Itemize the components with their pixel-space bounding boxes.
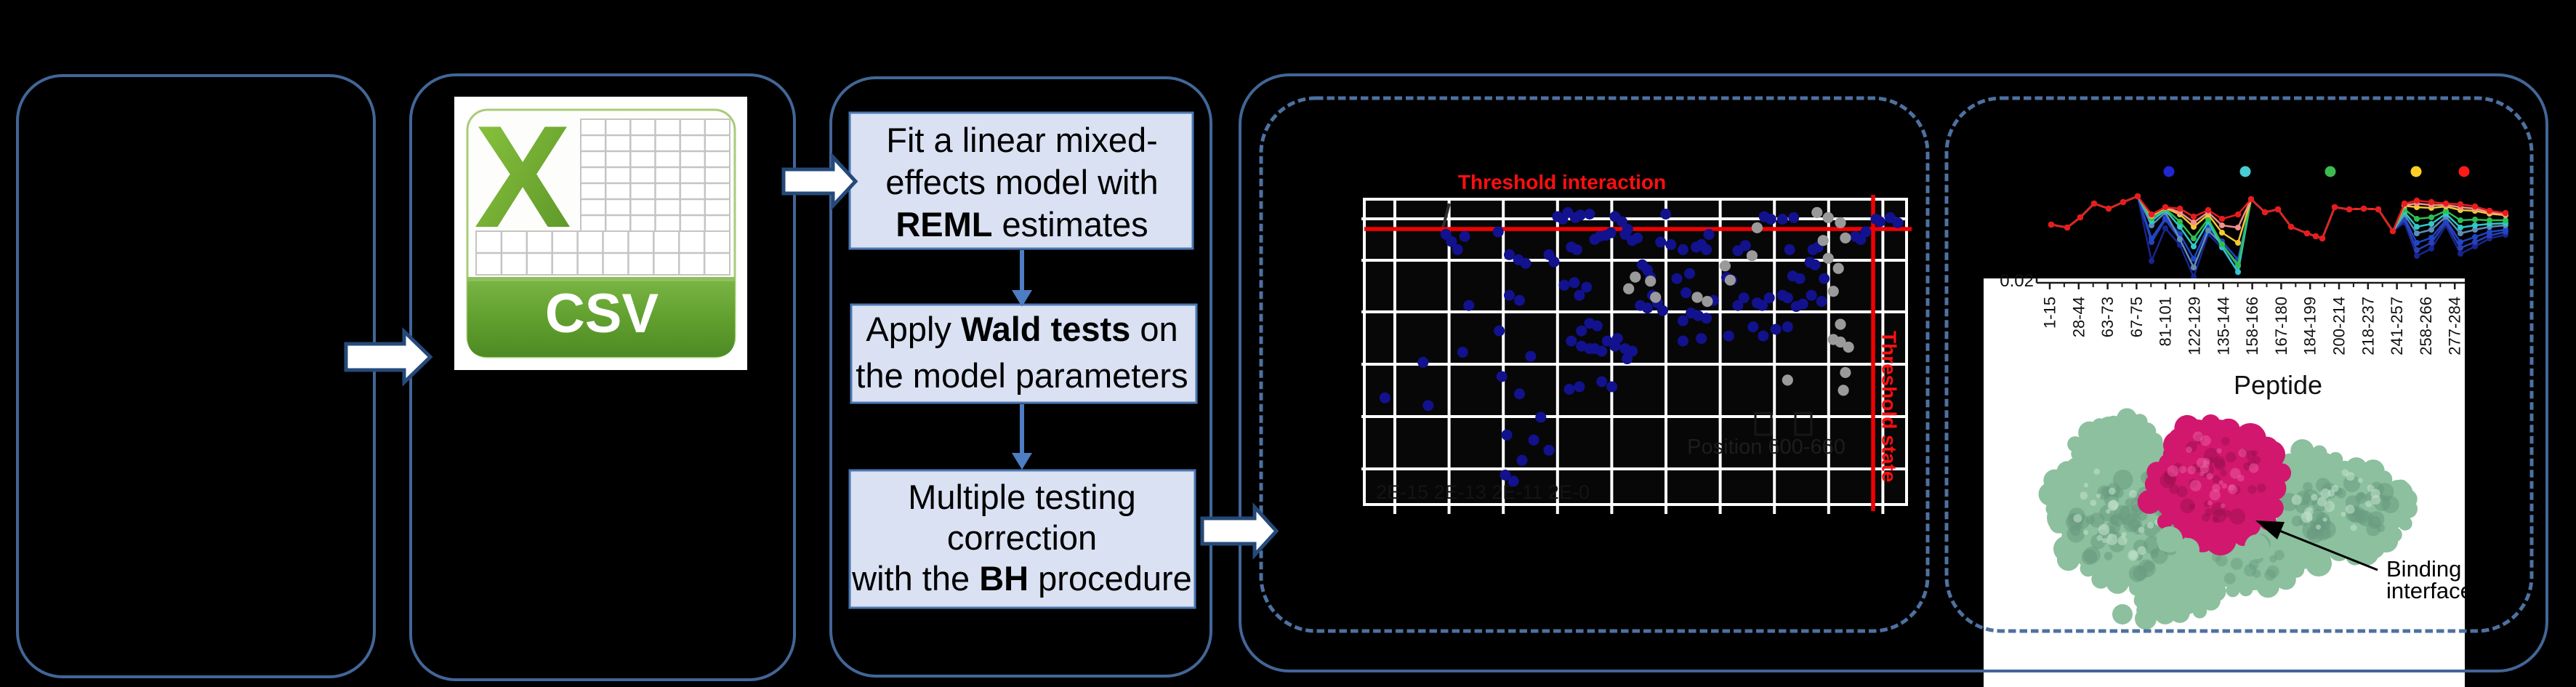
svg-text:218-237: 218-237 bbox=[2359, 297, 2377, 355]
svg-text:Threshold interaction: Threshold interaction bbox=[1458, 171, 1666, 193]
svg-text:277-284: 277-284 bbox=[2446, 297, 2464, 355]
svg-text:184-199: 184-199 bbox=[2301, 297, 2319, 355]
svg-text:Multiple testing: Multiple testing bbox=[908, 478, 1136, 516]
svg-text:interface: interface bbox=[2386, 578, 2473, 603]
svg-text:122-129: 122-129 bbox=[2186, 297, 2204, 355]
svg-text:81-101: 81-101 bbox=[2157, 297, 2175, 347]
svg-text:200-214: 200-214 bbox=[2330, 297, 2348, 355]
svg-text:Peptide: Peptide bbox=[2234, 370, 2322, 400]
svg-text:Apply Wald tests on: Apply Wald tests on bbox=[866, 310, 1178, 348]
svg-text:28-44: 28-44 bbox=[2069, 297, 2088, 337]
svg-text:CSV: CSV bbox=[545, 283, 659, 345]
svg-text:Position 600-660: Position 600-660 bbox=[1687, 435, 1846, 459]
svg-text:X: X bbox=[474, 96, 571, 258]
svg-text:135-144: 135-144 bbox=[2214, 297, 2232, 355]
svg-text:Threshold state: Threshold state bbox=[1878, 331, 1901, 482]
svg-text:2E-15 2E-13 2E-11 2E-0: 2E-15 2E-13 2E-11 2E-0 bbox=[1376, 481, 1590, 503]
svg-text:effects model with: effects model with bbox=[885, 163, 1158, 201]
svg-text:Fit a linear mixed-: Fit a linear mixed- bbox=[886, 121, 1158, 159]
svg-text:67-75: 67-75 bbox=[2128, 297, 2146, 337]
svg-text:167-180: 167-180 bbox=[2272, 297, 2290, 355]
svg-text:the model parameters: the model parameters bbox=[856, 356, 1188, 395]
svg-text:63-73: 63-73 bbox=[2098, 297, 2117, 337]
svg-text:REML estimates: REML estimates bbox=[895, 205, 1148, 244]
svg-text:0.02: 0.02 bbox=[2000, 271, 2034, 291]
svg-text:with the BH procedure: with the BH procedure bbox=[851, 559, 1192, 598]
svg-text:258-266: 258-266 bbox=[2417, 297, 2435, 355]
svg-text:158-166: 158-166 bbox=[2243, 297, 2261, 355]
svg-text:correction: correction bbox=[947, 518, 1097, 557]
svg-text:241-257: 241-257 bbox=[2388, 297, 2406, 355]
svg-text:Binding: Binding bbox=[2386, 556, 2461, 582]
svg-text:1-15: 1-15 bbox=[2041, 297, 2059, 329]
